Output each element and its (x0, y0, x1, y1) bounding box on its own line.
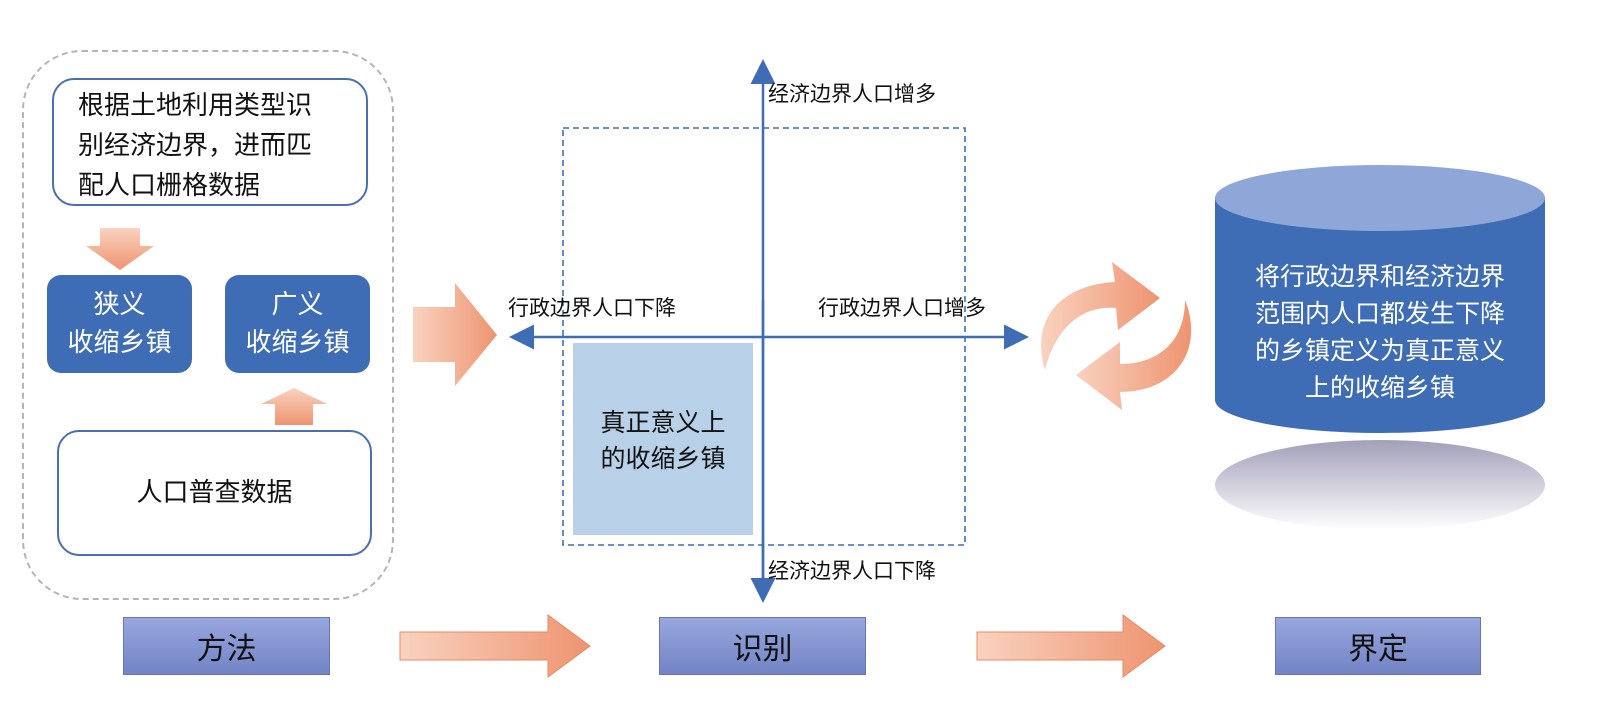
stage-arrow-2 (976, 614, 1166, 678)
admin-up-label: 行政边界人口增多 (818, 296, 986, 320)
line: 狭义 (93, 290, 146, 320)
line: 广义 (271, 290, 324, 320)
true-shrink-quadrant (573, 343, 753, 535)
line: 配人口栅格数据 (78, 171, 261, 201)
cylinder-text: 将行政边界和经济边界 范围内人口都发生下降 的乡镇定义为真正意义 上的收缩乡镇 (1215, 258, 1545, 406)
line: 收缩乡镇 (67, 328, 172, 358)
line: 根据土地利用类型识 (78, 91, 313, 121)
line: 将行政边界和经济边界 (1254, 262, 1505, 291)
econ-down-label: 经济边界人口下降 (768, 559, 936, 583)
line: 范围内人口都发生下降 (1254, 299, 1505, 328)
census-label: 人口普查数据 (136, 478, 293, 508)
stage-identify: 识别 (659, 617, 866, 675)
line: 的收缩乡镇 (600, 444, 726, 473)
line: 上的收缩乡镇 (1304, 373, 1455, 402)
definition-cylinder (1215, 165, 1545, 530)
method-panel (22, 50, 394, 600)
line: 真正意义上 (600, 408, 726, 437)
stage-method: 方法 (123, 617, 330, 675)
census-box: 人口普查数据 (57, 430, 372, 556)
narrow-shrink-box: 狭义 收缩乡镇 (47, 275, 192, 373)
down-arrow-icon (86, 228, 154, 270)
stage-label: 界定 (1348, 632, 1408, 667)
land-use-box: 根据土地利用类型识 别经济边界，进而匹 配人口栅格数据 (52, 78, 368, 206)
econ-up-label: 经济边界人口增多 (768, 82, 936, 106)
stage-label: 方法 (196, 632, 257, 667)
broad-shrink-box: 广义 收缩乡镇 (225, 275, 370, 373)
true-shrink-label: 真正意义上 的收缩乡镇 (573, 405, 753, 477)
admin-down-label: 行政边界人口下降 (508, 296, 676, 320)
cycle-arrows-icon (1041, 262, 1192, 410)
up-arrow-icon (261, 388, 327, 425)
stage-define: 界定 (1275, 617, 1481, 675)
line: 别经济边界，进而匹 (78, 131, 313, 161)
stage-arrow-1 (399, 614, 591, 678)
stage-label: 识别 (732, 632, 793, 667)
line: 的乡镇定义为真正意义 (1254, 336, 1505, 365)
big-right-arrow-icon (413, 283, 497, 386)
line: 收缩乡镇 (245, 328, 350, 358)
